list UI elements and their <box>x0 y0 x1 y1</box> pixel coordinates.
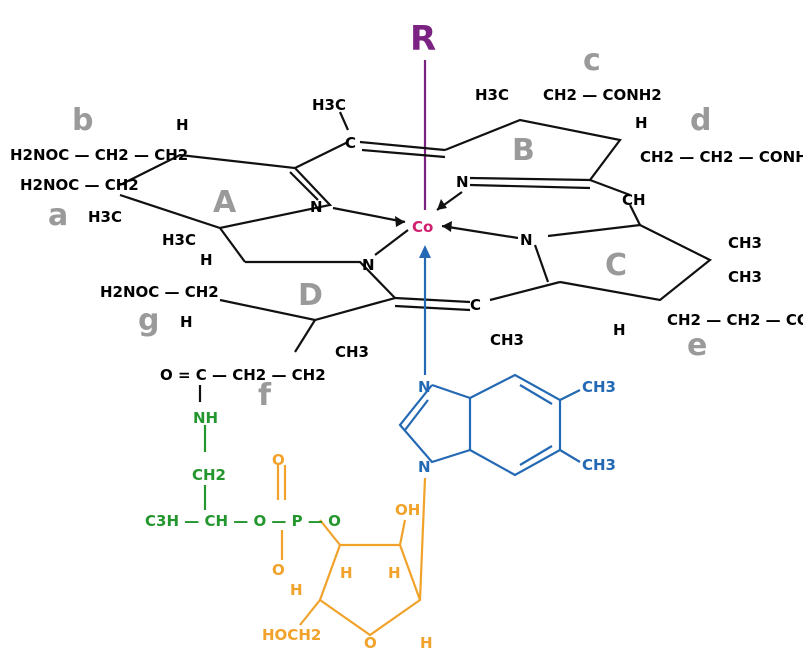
methine-top-1 <box>294 141 349 169</box>
ring-b-nitrogen: N <box>456 173 469 191</box>
a-chain: H2NOC — CH2 <box>20 176 139 194</box>
ring-d-nitrogen: N <box>362 256 375 274</box>
arrow-c <box>442 221 452 232</box>
ribose-n-bond <box>418 477 427 601</box>
side-letter-c: c <box>583 43 601 78</box>
arrow-b <box>437 199 447 210</box>
c3h-chain: C3H — CH — O — P — O <box>145 512 341 530</box>
ribose-h3: H <box>290 581 303 599</box>
ch3-blue-1: CH3 <box>582 378 616 396</box>
side-letter-a: a <box>48 198 68 233</box>
hoch2-label: HOCH2 <box>262 626 321 644</box>
h3c-a: H3C <box>88 208 122 226</box>
ribose-ring <box>318 543 422 637</box>
h-a: H <box>176 116 189 134</box>
oh-label: OH <box>395 501 420 519</box>
ribose-h2: H <box>388 564 401 582</box>
e-chain: CH2 — CH2 — CONH2 <box>667 311 803 329</box>
o-bottom-label: O <box>272 561 285 579</box>
ring-a-label: A <box>213 185 237 220</box>
ch-c-bond <box>589 178 631 197</box>
h3c-a2: H3C <box>162 231 196 249</box>
n-a-to-co <box>332 206 406 224</box>
f-chain: O = C — CH2 — CH2 <box>160 366 326 384</box>
ch3-bottom: CH3 <box>490 331 524 349</box>
side-letter-d: d <box>690 103 711 138</box>
ch3-d: CH3 <box>335 343 369 361</box>
imidazole-double <box>404 399 429 431</box>
ring-c-double <box>533 244 550 283</box>
h-d2: H <box>180 313 193 331</box>
methine-bottom-double <box>394 304 471 312</box>
imidazole-ring <box>398 383 472 464</box>
benzene-double-1 <box>519 384 553 405</box>
o-top-label: O <box>272 451 285 469</box>
ch-c-bond-2 <box>629 204 641 226</box>
g-chain: H2NOC — CH2 <box>100 283 219 301</box>
ribose-o-label: O <box>364 634 377 652</box>
benzene-ring <box>469 373 562 477</box>
c-chain: CH2 — CONH2 <box>543 86 662 104</box>
h-b: H <box>635 114 648 132</box>
c-top: C <box>345 134 356 152</box>
methine-top-2 <box>359 140 446 152</box>
side-letter-b: b <box>72 103 93 138</box>
methine-top-double <box>361 148 446 159</box>
o-ribose-bond <box>319 519 341 546</box>
r-group-label: R <box>410 19 436 59</box>
a-d-link <box>219 227 246 263</box>
cobalt-label: Co <box>412 218 433 236</box>
h3c-top-bond <box>338 111 350 131</box>
hoch2-bond <box>299 599 321 626</box>
ch3-2-bond <box>559 449 581 463</box>
n-c-to-co <box>441 224 519 240</box>
arrow-a <box>395 216 405 227</box>
arrow-blue <box>419 245 431 258</box>
ring-b-label: B <box>512 133 535 168</box>
ring-c-bonds <box>547 223 713 302</box>
ring-b-double-bond <box>469 183 591 190</box>
ring-b-bonds <box>444 118 622 182</box>
ribose-h1: H <box>340 564 353 582</box>
benzene-double-2 <box>519 445 553 466</box>
ring-a-bonds <box>119 153 333 230</box>
side-letter-f: f <box>258 378 272 413</box>
ring-c-nitrogen: N <box>520 231 533 249</box>
ch3-1-bond <box>559 389 581 401</box>
f-chain-bond <box>294 319 316 353</box>
ch3-c2: CH3 <box>728 268 762 286</box>
ring-c-label: C <box>605 248 627 283</box>
oh-bond <box>398 519 407 546</box>
ch3-blue-2: CH3 <box>582 456 616 474</box>
methine-bottom-2 <box>489 280 561 302</box>
h3c-top: H3C <box>312 96 346 114</box>
n2-label: N <box>418 458 431 476</box>
h-c: H <box>613 321 626 339</box>
ring-d-label: D <box>298 278 323 313</box>
ribose-h4: H <box>420 634 433 652</box>
side-letter-e: e <box>687 328 707 363</box>
ring-a-double-bond <box>289 171 319 201</box>
side-letter-g: g <box>138 303 159 338</box>
h3c-b: H3C <box>475 86 509 104</box>
c-bottom: C <box>470 296 481 314</box>
ring-a-nitrogen: N <box>310 198 323 216</box>
nh-label: NH <box>193 409 218 427</box>
b-chain: H2NOC — CH2 — CH2 <box>10 146 188 164</box>
ch2-green-label: CH2 <box>192 466 226 484</box>
ch3-c1: CH3 <box>728 234 762 252</box>
n-d-to-co <box>374 229 409 256</box>
ch-c: CH <box>622 191 646 209</box>
h-d1: H <box>200 251 213 269</box>
methine-bottom-1 <box>394 296 471 304</box>
d-chain: CH2 — CH2 — CONH2 <box>640 148 803 166</box>
n1-label: N <box>418 378 431 396</box>
